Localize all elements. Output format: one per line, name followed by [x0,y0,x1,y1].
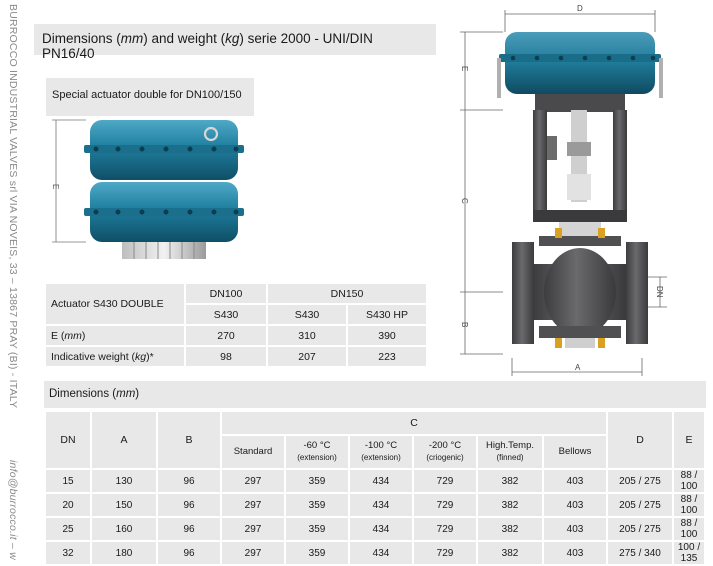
table-cell: 434 [348,468,414,494]
dimensions-table: DN A B C D E Standard -60 °C(extension) … [44,410,706,566]
table-cell: 96 [156,492,222,518]
table-cell: 434 [348,492,414,518]
subheader-c: High.Temp.(finned) [476,434,544,470]
table-cell: 297 [220,468,286,494]
table-cell: 130 [90,468,158,494]
table-cell: 96 [156,540,222,566]
value-cell: 207 [266,345,348,368]
table-cell: 205 / 275 [606,468,674,494]
table-cell: 205 / 275 [606,516,674,542]
subheader-c: -100 °C(extension) [348,434,414,470]
table-cell: 359 [284,516,350,542]
value-cell: 98 [184,345,268,368]
dim-a-label: A [575,363,581,372]
subheader-c: -200 °C(criogenic) [412,434,478,470]
header-e: E [672,410,706,470]
table-cell: 180 [90,540,158,566]
header-c: C [220,410,608,436]
dim-d-label: D [577,4,583,13]
dim-e-label: E [460,66,469,71]
table-cell: 297 [220,516,286,542]
header-d: D [606,410,674,470]
table-cell: 275 / 340 [606,540,674,566]
company-address: BURROCCO INDUSTRIAL VALVES srl VIA NOVEI… [7,4,19,409]
table-cell: 150 [90,492,158,518]
table-cell: 20 [44,492,92,518]
value-cell: 270 [184,324,268,347]
subheader-c: -60 °C(extension) [284,434,350,470]
table-cell: 382 [476,516,544,542]
table-cell: 96 [156,468,222,494]
table-cell: 88 / 100 [672,516,706,542]
table-cell: 25 [44,516,92,542]
actuator-table: Actuator S430 DOUBLE DN100 DN150 S430 S4… [44,282,428,368]
table-cell: 359 [284,540,350,566]
col-dn150: DN150 [266,282,428,305]
table-cell: 32 [44,540,92,566]
table-cell: 205 / 275 [606,492,674,518]
table-cell: 403 [542,468,608,494]
table-cell: 96 [156,516,222,542]
table-cell: 434 [348,540,414,566]
table-cell: 382 [476,540,544,566]
subheader-c: Bellows [542,434,608,470]
table-cell: 15 [44,468,92,494]
dimensions-section-title: Dimensions (mm) [44,381,706,408]
table-cell: 100 / 135 [672,540,706,566]
actuator-dim-e-label: E [51,184,60,189]
header-dn: DN [44,410,92,470]
special-actuator-caption: Special actuator double for DN100/150 [46,78,254,116]
table-cell: 160 [90,516,158,542]
table-cell: 297 [220,540,286,566]
model-cell: S430 [184,303,268,326]
company-side-text: BURROCCO INDUSTRIAL VALVES srl VIA NOVEI… [4,0,24,566]
page-title: Dimensions (mm) and weight (kg) serie 20… [34,24,436,61]
value-cell: 310 [266,324,348,347]
header-b: B [156,410,222,470]
company-email: info@burrocco.it – w [7,460,19,560]
table-cell: 382 [476,492,544,518]
actuator-row-title: Actuator S430 DOUBLE [44,282,186,326]
dim-b-label: B [460,322,469,327]
table-cell: 403 [542,516,608,542]
double-actuator-image: E [51,119,244,259]
row-label-e: E (mm) [44,324,186,347]
table-cell: 382 [476,468,544,494]
table-cell: 88 / 100 [672,468,706,494]
col-dn100: DN100 [184,282,268,305]
value-cell: 223 [346,345,428,368]
row-label-weight: Indicative weight (kg)* [44,345,186,368]
table-cell: 729 [412,492,478,518]
dim-c-label: C [460,198,469,204]
table-cell: 403 [542,492,608,518]
table-cell: 434 [348,516,414,542]
model-cell: S430 HP [346,303,428,326]
table-cell: 403 [542,540,608,566]
value-cell: 390 [346,324,428,347]
table-cell: 88 / 100 [672,492,706,518]
table-cell: 729 [412,468,478,494]
table-cell: 359 [284,468,350,494]
model-cell: S430 [266,303,348,326]
table-cell: 729 [412,540,478,566]
subheader-c: Standard [220,434,286,470]
table-cell: 729 [412,516,478,542]
header-a: A [90,410,158,470]
table-cell: 297 [220,492,286,518]
table-cell: 359 [284,492,350,518]
valve-drawing: D E C B A DN [460,4,667,376]
dim-dn-label: DN [655,286,664,298]
